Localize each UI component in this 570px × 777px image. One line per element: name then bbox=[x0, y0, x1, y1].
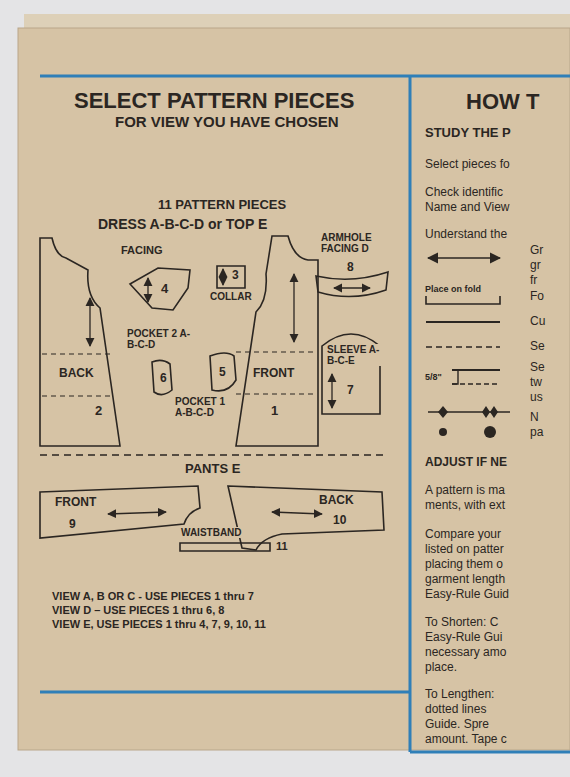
pattern-piece: ARMHOLE FACING D 8 bbox=[312, 232, 392, 304]
subtitle: FOR VIEW YOU HAVE CHOSEN bbox=[115, 114, 339, 131]
piece-name: SLEEVE A-B-C-E bbox=[326, 344, 382, 366]
piece-number: 10 bbox=[332, 514, 347, 527]
instruction-text: place. bbox=[425, 661, 457, 674]
instruction-text: us bbox=[530, 391, 543, 404]
step-heading: ADJUST IF NE bbox=[425, 456, 507, 469]
instruction-text: To Lengthen: bbox=[425, 688, 494, 701]
view-note: VIEW A, B OR C - USE PIECES 1 thru 7 bbox=[52, 590, 254, 602]
instruction-text: Name and View bbox=[425, 201, 510, 214]
piece-name: BACK bbox=[318, 494, 355, 507]
pattern-piece: POCKET 2 A-B-C-D 6 bbox=[126, 328, 202, 400]
view-note: VIEW D – USE PIECES 1 thru 6, 8 bbox=[52, 604, 224, 616]
piece-name: WAISTBAND bbox=[180, 527, 243, 538]
pattern-piece: SLEEVE A-B-C-E 7 bbox=[318, 322, 384, 422]
piece-number: 1 bbox=[270, 404, 279, 418]
instruction-text: Cu bbox=[530, 315, 545, 328]
instruction-text: placing them o bbox=[425, 558, 503, 571]
piece-number: COLLAR bbox=[209, 291, 253, 302]
pattern-piece: FACING 4 bbox=[118, 244, 198, 316]
instruction-text: Compare your bbox=[425, 528, 501, 541]
piece-name: BACK bbox=[58, 367, 95, 380]
views-heading: DRESS A-B-C-D or TOP E bbox=[98, 217, 267, 233]
instruction-text: fr bbox=[530, 274, 537, 287]
instruction-text: 5/8" bbox=[425, 372, 442, 382]
piece-name: FRONT bbox=[252, 367, 295, 380]
instruction-text: N bbox=[530, 411, 539, 424]
piece-name: FRONT bbox=[54, 496, 97, 509]
piece-number: 6 bbox=[159, 372, 168, 385]
piece-number: 5 bbox=[218, 366, 227, 379]
instruction-text: pa bbox=[530, 426, 543, 439]
piece-name: ARMHOLE FACING D bbox=[320, 232, 386, 254]
instruction-text: Understand the bbox=[425, 228, 507, 241]
piece-number: 2 bbox=[94, 404, 103, 418]
pattern-piece: BACK 2 bbox=[38, 236, 124, 450]
instruction-text: Gr bbox=[530, 244, 543, 257]
piece-count: 11 PATTERN PIECES bbox=[158, 198, 286, 213]
piece-number: 9 bbox=[68, 518, 77, 531]
instruction-text: gr bbox=[530, 259, 541, 272]
instruction-text: Place on fold bbox=[425, 284, 481, 294]
instruction-text: Se bbox=[530, 361, 545, 374]
pattern-piece: 5POCKET 1 A-B-C-D bbox=[172, 346, 244, 422]
pattern-piece: WAISTBAND 11 bbox=[178, 526, 296, 556]
piece-number: 7 bbox=[346, 384, 355, 397]
piece-number: POCKET 1 A-B-C-D bbox=[174, 396, 238, 418]
piece-outline bbox=[318, 322, 384, 422]
piece-number: 4 bbox=[160, 282, 169, 296]
instruction-text: Se bbox=[530, 340, 545, 353]
instruction-text: tw bbox=[530, 376, 542, 389]
instruction-text: amount. Tape c bbox=[425, 733, 507, 746]
page-title: SELECT PATTERN PIECES bbox=[74, 88, 354, 114]
instruction-text: Check identific bbox=[425, 186, 503, 199]
piece-number: 11 bbox=[275, 540, 289, 552]
instruction-text: A pattern is ma bbox=[425, 484, 505, 497]
piece-number: 3 bbox=[231, 269, 240, 282]
piece-outline bbox=[38, 236, 124, 450]
instruction-text: necessary amo bbox=[425, 646, 506, 659]
instruction-text: garment length bbox=[425, 573, 505, 586]
piece-number: 8 bbox=[346, 261, 355, 274]
instruction-text: Easy-Rule Guid bbox=[425, 588, 509, 601]
instruction-text: Guide. Spre bbox=[425, 718, 489, 731]
piece-name: FACING bbox=[120, 244, 164, 256]
instruction-text: To Shorten: C bbox=[425, 616, 498, 629]
panel-heading: HOW T bbox=[466, 90, 539, 115]
instruction-text: Select pieces fo bbox=[425, 158, 510, 171]
instruction-text: ments, with ext bbox=[425, 499, 505, 512]
instruction-text: listed on patter bbox=[425, 543, 504, 556]
instruction-text: dotted lines bbox=[425, 703, 486, 716]
section-heading: PANTS E bbox=[185, 462, 240, 477]
instruction-text: Easy-Rule Gui bbox=[425, 631, 502, 644]
pattern-piece: FRONT 1 bbox=[232, 234, 324, 450]
pattern-piece: 3COLLAR bbox=[205, 262, 259, 304]
view-note: VIEW E, USE PIECES 1 thru 4, 7, 9, 10, 1… bbox=[52, 618, 266, 630]
step-heading: STUDY THE P bbox=[425, 126, 511, 141]
piece-name: POCKET 2 A-B-C-D bbox=[126, 328, 200, 350]
instruction-text: Fo bbox=[530, 290, 544, 303]
